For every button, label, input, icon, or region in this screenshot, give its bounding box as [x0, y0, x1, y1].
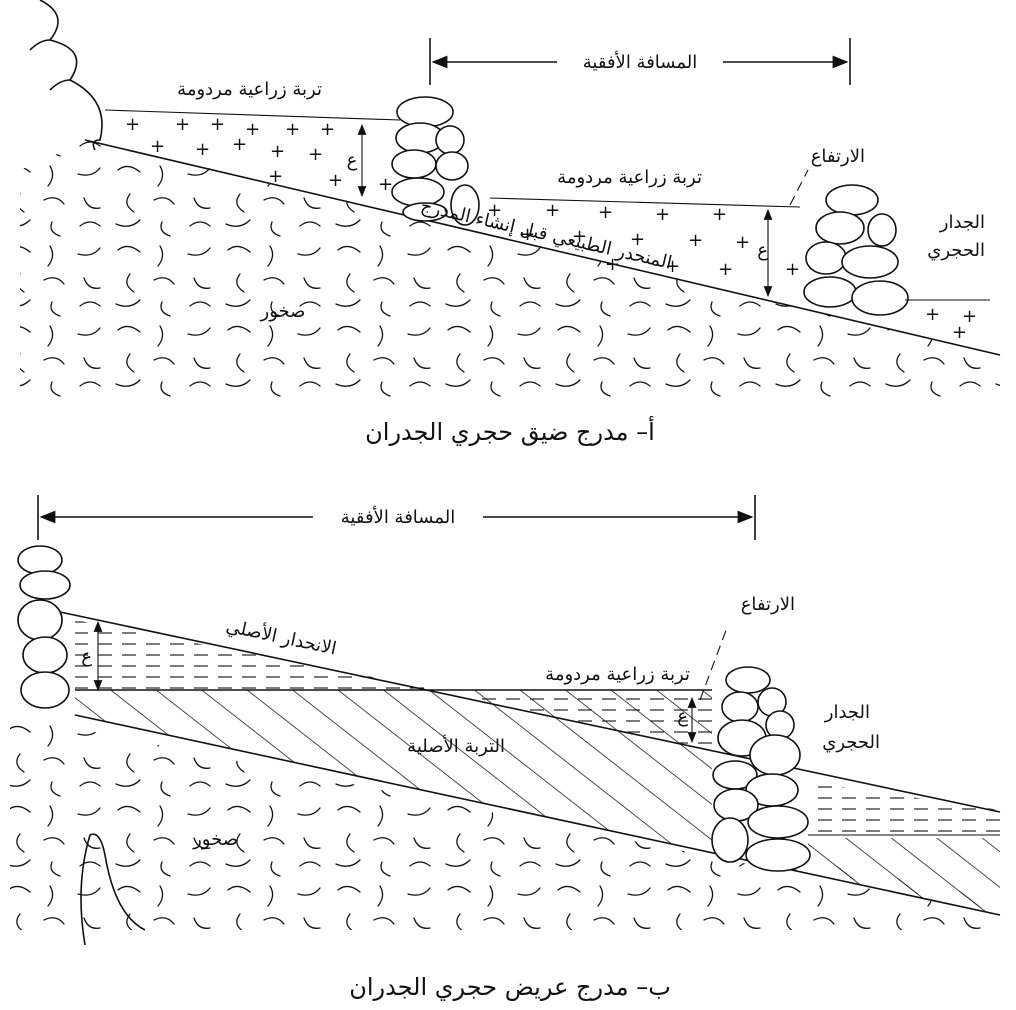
lower-fill-plus-marks: ++ ++ ++ ++ ++ ++ ++ — [487, 200, 800, 280]
rock-spur — [80, 833, 146, 946]
diagram-a-narrow-terrace: ++ ++ ++ ++ ++ ++ ++ ع — [20, 0, 1001, 446]
svg-text:+: + — [605, 254, 620, 275]
original-soil-hatch-right — [808, 838, 1000, 912]
rock-boundary-line — [74, 714, 1001, 916]
svg-text:+: + — [572, 226, 587, 247]
height-label-b: الارتفاع — [741, 594, 795, 615]
svg-text:+: + — [175, 114, 190, 135]
height-leader-line — [789, 169, 809, 206]
svg-text:+: + — [195, 139, 210, 160]
stone-wall-label-b-line1: الجدار — [824, 702, 870, 723]
upper-fill-soil-label: تربة زراعية مردومة — [177, 79, 322, 100]
stone-wall-label-line1: الجدار — [939, 212, 985, 233]
svg-text:+: + — [285, 119, 300, 140]
svg-text:+: + — [270, 141, 285, 162]
height-leader-line-b — [699, 624, 729, 701]
upper-fill-surface — [104, 109, 401, 121]
svg-text:+: + — [718, 259, 733, 280]
caption-b: ب– مدرج عريض حجري الجدران — [349, 973, 671, 1001]
svg-text:+: + — [125, 114, 140, 135]
original-slope-line — [59, 611, 1001, 813]
svg-text:+: + — [520, 224, 535, 245]
horizontal-distance-label-b: المسافة الأفقية — [341, 506, 455, 528]
svg-text:+: + — [245, 119, 260, 140]
original-soil-label: التربة الأصلية — [407, 735, 505, 757]
svg-text:+: + — [545, 200, 560, 221]
stone-wall-label-b-line2: الحجري — [822, 732, 880, 753]
svg-text:+: + — [712, 204, 727, 225]
svg-text:+: + — [665, 256, 680, 277]
horizontal-distance-label: المسافة الأفقية — [583, 51, 697, 73]
svg-text:+: + — [785, 259, 800, 280]
diagram-b-wide-terrace: ع ع المسافة الأفقية الانحدار الأصلي تربة… — [10, 495, 1001, 1001]
svg-text:+: + — [630, 229, 645, 250]
svg-text:+: + — [308, 144, 323, 165]
plus-mark: + — [925, 304, 940, 325]
stone-wall-b — [711, 666, 811, 872]
lower-fill-dashes — [460, 696, 712, 750]
height-label: الارتفاع — [811, 146, 865, 167]
stone-wall-label-line2: الحجري — [927, 240, 985, 261]
svg-text:+: + — [688, 230, 703, 251]
caption-a: أ– مدرج ضيق حجري الجدران — [365, 416, 655, 446]
svg-text:+: + — [320, 119, 335, 140]
plus-mark: + — [962, 306, 977, 327]
lower-stone-wall — [803, 184, 909, 316]
upper-fill-dashes — [75, 620, 440, 690]
lower-fill-surface — [489, 197, 801, 208]
svg-text:+: + — [268, 166, 283, 187]
lower-fill-soil-label: تربة زراعية مردومة — [557, 167, 702, 188]
svg-text:+: + — [210, 114, 225, 135]
left-hill-stones-a — [29, 0, 103, 151]
svg-text:+: + — [232, 134, 247, 155]
natural-slope-line — [84, 139, 1001, 356]
height-symbol-upper-b: ع — [81, 646, 92, 667]
next-fill-dashes — [808, 782, 1000, 835]
svg-text:+: + — [598, 202, 613, 223]
plus-mark: + — [952, 322, 967, 343]
svg-text:+: + — [487, 200, 502, 221]
upper-fill-plus-marks: ++ ++ ++ ++ ++ ++ ++ — [125, 114, 393, 195]
svg-text:+: + — [735, 232, 750, 253]
left-hill-stones-b — [17, 545, 71, 709]
rocks-label-a: صخور — [260, 301, 306, 322]
svg-text:+: + — [150, 136, 165, 157]
height-symbol-lower: ع — [757, 240, 768, 261]
svg-text:+: + — [328, 170, 343, 191]
upper-stone-wall — [391, 96, 480, 226]
fill-soil-label-b: تربة زراعية مردومة — [545, 664, 690, 685]
height-symbol-upper: ع — [347, 150, 358, 171]
svg-text:+: + — [378, 174, 393, 195]
rocks-label-b: صخور — [192, 829, 238, 850]
svg-text:+: + — [655, 204, 670, 225]
height-symbol-lower-b: ع — [677, 706, 688, 727]
